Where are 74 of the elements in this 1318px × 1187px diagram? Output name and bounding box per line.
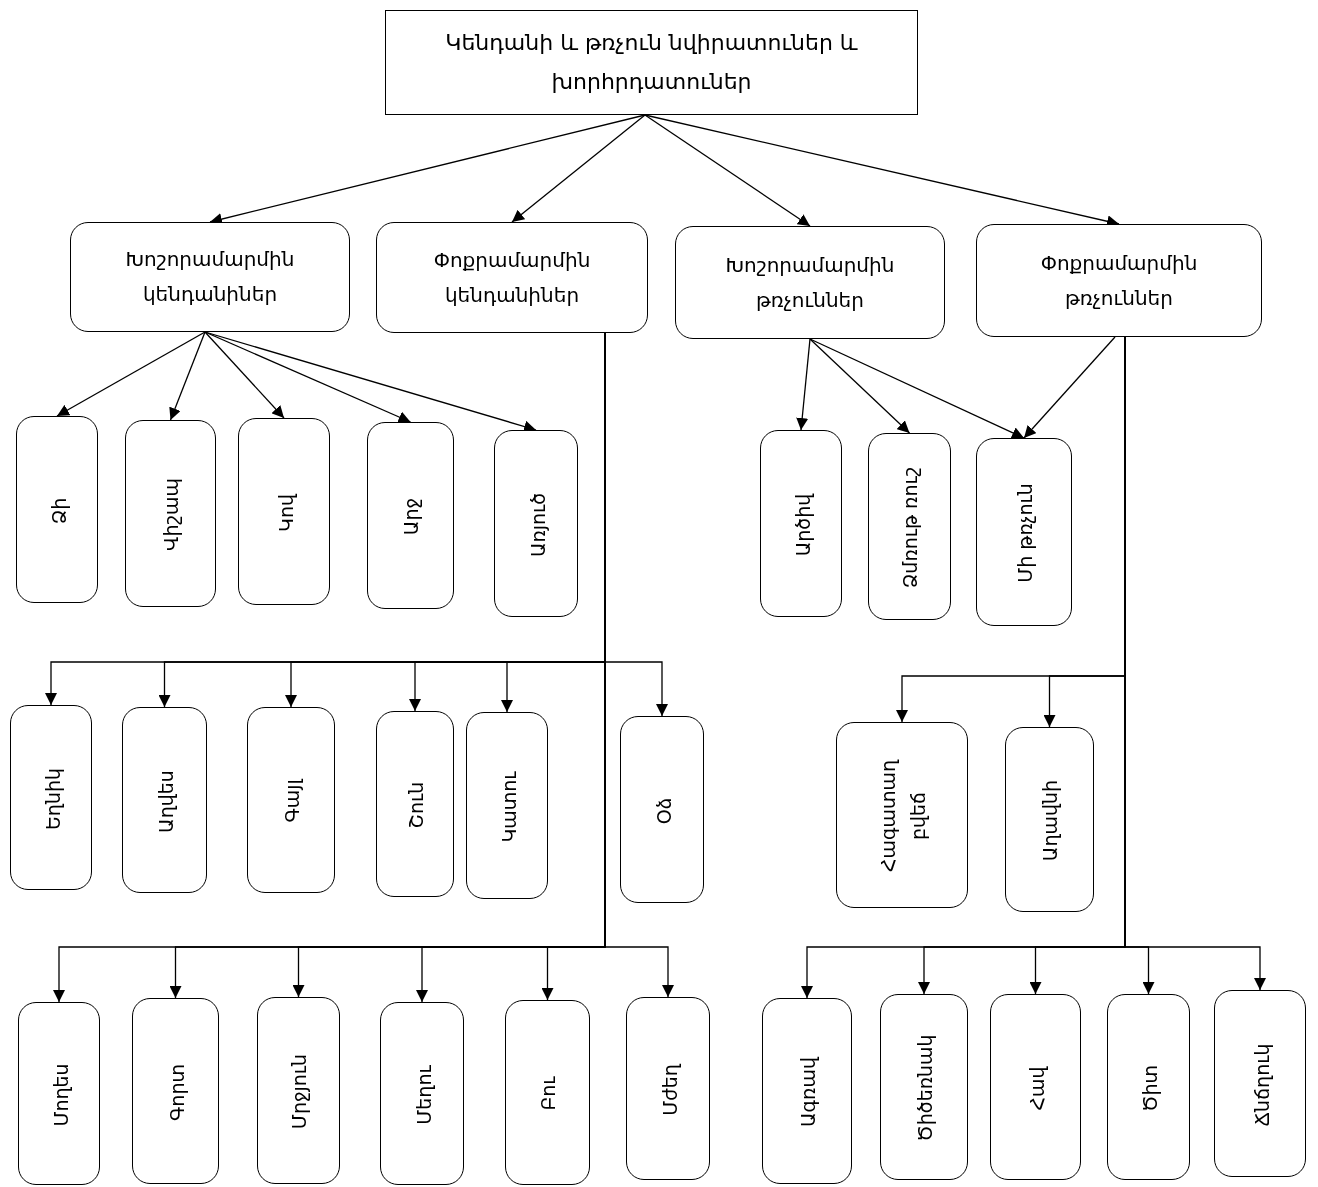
node-label: Արծիվ bbox=[789, 493, 815, 556]
arrow bbox=[204, 331, 412, 423]
rounded-box bbox=[675, 226, 945, 339]
rounded-box bbox=[1005, 727, 1094, 912]
arrow bbox=[809, 338, 911, 434]
title-text: Կենդանի և թռչուն նվիրատուներ և խորհրդատուներ bbox=[444, 29, 859, 96]
rounded-box bbox=[868, 433, 951, 620]
node-label: Գորտ bbox=[164, 1063, 189, 1121]
node-label: Խոշորամարմին կենդանիներ bbox=[124, 246, 296, 308]
node-label: Աղավնի bbox=[1038, 779, 1063, 862]
rounded-box bbox=[626, 997, 710, 1180]
node-label: Մողես bbox=[47, 1062, 73, 1127]
rounded-box bbox=[762, 998, 852, 1184]
rounded-box bbox=[367, 422, 454, 609]
node-label: Ագռավ bbox=[795, 1057, 820, 1127]
node-label: Բու bbox=[536, 1076, 561, 1111]
rounded-box bbox=[1214, 990, 1306, 1177]
rounded-box bbox=[620, 716, 704, 903]
arrow bbox=[204, 331, 285, 419]
node-label: Հավ bbox=[1024, 1065, 1049, 1111]
node-label: Մրջյուն bbox=[287, 1053, 312, 1130]
rounded-box bbox=[880, 994, 968, 1180]
node-label: Ձմռութ ռուշ bbox=[898, 466, 923, 589]
node-label: Փոքրամարմին թռչուններ bbox=[1039, 249, 1199, 312]
node-label: Կով bbox=[272, 493, 298, 532]
title-box bbox=[385, 10, 918, 115]
node-label: Խոշորամարմին թռչուններ bbox=[724, 251, 896, 314]
arrow bbox=[809, 338, 1025, 439]
node-label: Գայլ bbox=[279, 779, 304, 823]
rounded-box bbox=[376, 711, 454, 897]
arrow bbox=[1023, 336, 1116, 439]
node-label: Արջ bbox=[399, 497, 424, 536]
rounded-box bbox=[976, 224, 1262, 337]
node-label: Ծիծեռնակ bbox=[912, 1034, 937, 1142]
rounded-box bbox=[976, 438, 1072, 626]
node-label: Մի թռչուն bbox=[1012, 483, 1037, 583]
rounded-box bbox=[466, 712, 548, 899]
rounded-box bbox=[380, 1002, 464, 1185]
rounded-box bbox=[505, 1000, 590, 1185]
node-label: Օձ bbox=[650, 797, 675, 824]
rounded-box bbox=[238, 418, 330, 605]
rounded-box bbox=[132, 998, 219, 1184]
rounded-box bbox=[247, 707, 335, 893]
rounded-box bbox=[122, 707, 207, 893]
rounded-box bbox=[990, 994, 1081, 1180]
node-label: Ծիտ bbox=[1137, 1064, 1162, 1112]
rounded-box bbox=[760, 430, 842, 617]
rounded-box bbox=[836, 722, 968, 908]
arrow bbox=[511, 114, 646, 223]
node-label: Աղվես bbox=[153, 769, 178, 833]
arrow bbox=[56, 331, 206, 417]
rounded-box bbox=[16, 416, 98, 603]
node-label: Առյուծ bbox=[524, 492, 550, 557]
rounded-box bbox=[10, 705, 92, 890]
node-label: Փոքրամարմին կենդանիներ bbox=[432, 246, 592, 309]
arrow bbox=[169, 331, 206, 421]
rounded-box bbox=[125, 420, 216, 607]
node-label: Ձի bbox=[45, 497, 71, 524]
node-label: Ճնճղուկ bbox=[1248, 1043, 1274, 1126]
node-label: Կատու bbox=[495, 770, 520, 843]
rounded-box bbox=[18, 1002, 100, 1185]
rounded-box bbox=[494, 430, 578, 617]
node-label: Մեղու bbox=[410, 1064, 436, 1125]
rounded-box bbox=[1107, 994, 1190, 1180]
node-label: Վիշապ bbox=[159, 478, 184, 551]
node-label: Շուն bbox=[403, 781, 428, 829]
arrow bbox=[644, 114, 811, 227]
node-label: Եղնիկ bbox=[39, 767, 65, 830]
rounded-box bbox=[257, 997, 340, 1184]
rounded-box bbox=[70, 222, 350, 332]
node-label: Հագատաղ բվեճ bbox=[875, 758, 930, 875]
rounded-box bbox=[376, 222, 648, 333]
arrow bbox=[796, 338, 811, 431]
node-label: Մժեղ bbox=[656, 1063, 682, 1116]
